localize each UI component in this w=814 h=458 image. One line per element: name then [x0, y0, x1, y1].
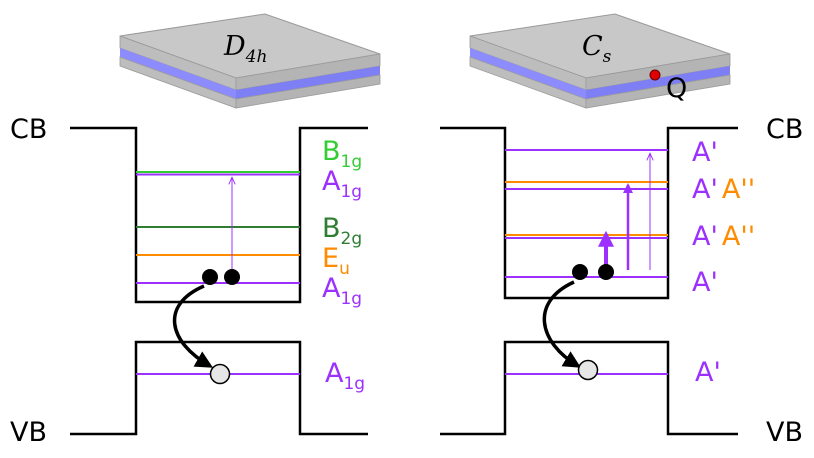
- left-label-b1g: B1g: [322, 136, 362, 172]
- right-slab-right-blue: [586, 66, 730, 99]
- right-band-diagram: A' A'A'' A'A'' A' A': [440, 126, 755, 436]
- cb-label-right: CB: [766, 114, 803, 145]
- left-label-eu: Eu: [322, 243, 350, 279]
- left-label-b2g: B2g: [322, 213, 362, 249]
- right-valence-band-edge: [440, 340, 738, 436]
- left-symmetry-label: D4h: [223, 31, 267, 67]
- left-label-valence-a1g: A1g: [325, 358, 365, 394]
- vb-label-right: VB: [766, 417, 803, 448]
- right-label-a-prime-bottom: A': [692, 267, 718, 298]
- left-valence-band-edge: [70, 340, 368, 436]
- left-electron-2: [224, 269, 240, 285]
- right-symmetry-label: Cs: [582, 31, 612, 67]
- right-transfer-arrow: [542, 280, 582, 368]
- left-hole: [209, 363, 231, 385]
- right-slab: Cs Q: [469, 13, 731, 109]
- right-slab-right-lower: [585, 74, 731, 109]
- left-slab: D4h: [119, 13, 381, 109]
- left-label-a1g-upper: A1g: [322, 166, 362, 202]
- left-electron-1: [202, 269, 218, 285]
- left-label-a1g-lower: A1g: [322, 273, 362, 309]
- right-conduction-band-edge: [440, 126, 738, 300]
- defect-label: Q: [666, 73, 687, 104]
- right-electron-1: [572, 264, 588, 280]
- right-hole: [577, 359, 599, 381]
- right-label-a-prime-top: A': [692, 137, 718, 168]
- left-slab-right-blue: [236, 66, 380, 99]
- right-label-a-prime-3: A'A'': [692, 221, 755, 252]
- vb-label-left: VB: [10, 417, 47, 448]
- left-band-diagram: B1g A1g B2g Eu A1g A1g: [70, 126, 368, 436]
- right-label-valence-a-prime: A': [695, 357, 721, 388]
- cb-label-left: CB: [10, 114, 47, 145]
- left-transfer-arrow: [173, 284, 214, 368]
- right-electron-2: [598, 264, 614, 280]
- defect-dot: [649, 69, 661, 81]
- left-conduction-band-edge: [70, 126, 368, 304]
- left-slab-left-blue: [120, 48, 236, 99]
- right-label-a-prime-2: A'A'': [692, 174, 755, 205]
- right-slab-left-blue: [470, 48, 586, 99]
- left-slab-right-lower: [235, 74, 381, 109]
